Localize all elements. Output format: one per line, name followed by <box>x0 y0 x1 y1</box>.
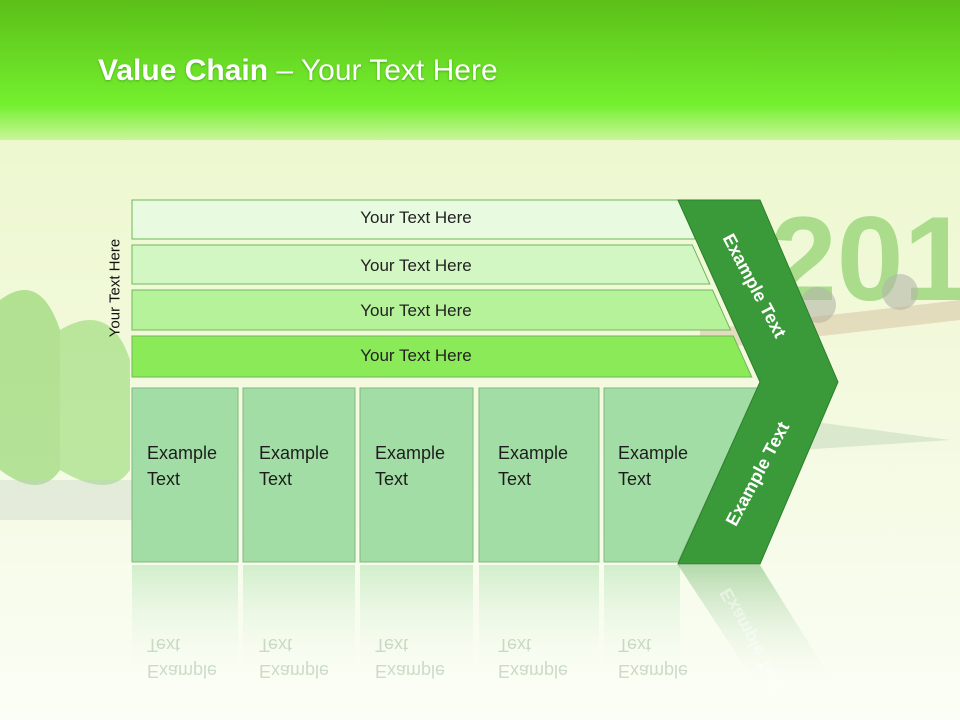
box-text-5: Example Text <box>618 440 688 492</box>
box-3-line-1: Example <box>375 443 446 463</box>
box-1-line-2: Text <box>147 469 181 489</box>
box-reflection-2-line-1: Example <box>259 661 330 681</box>
bar-label-4: Your Text Here <box>360 346 472 365</box>
box-reflection-4-line-1: Example <box>498 661 569 681</box>
box-reflection-3: Example Text <box>375 632 445 684</box>
box-reflection-1-line-2: Text <box>147 635 181 655</box>
box-3-line-2: Text <box>375 469 409 489</box>
box-reflection-1-line-1: Example <box>147 661 218 681</box>
page-title: Value Chain – Your Text Here <box>98 54 498 88</box>
box-2-line-2: Text <box>259 469 293 489</box>
box-reflection-4: Example Text <box>498 632 568 684</box>
vertical-label: Your Text Here <box>106 238 124 338</box>
box-text-1: Example Text <box>147 440 217 492</box>
bar-label-3: Your Text Here <box>360 301 472 320</box>
box-reflection-1: Example Text <box>147 632 217 684</box>
box-reflection-4-line-2: Text <box>498 635 532 655</box>
box-4-line-2: Text <box>498 469 532 489</box>
box-text-2: Example Text <box>259 440 329 492</box>
title-bold: Value Chain <box>98 54 269 87</box>
box-text-4: Example Text <box>498 440 568 492</box>
title-rest: – Your Text Here <box>268 54 498 87</box>
decorative-numbers-left <box>0 290 180 520</box>
box-reflection-2: Example Text <box>259 632 329 684</box>
box-reflection-2-line-2: Text <box>259 635 293 655</box>
box-2-line-1: Example <box>259 443 330 463</box>
box-4-line-1: Example <box>498 443 569 463</box>
box-reflection-3-line-1: Example <box>375 661 446 681</box>
box-5-line-1: Example <box>618 443 689 463</box>
bar-label-2: Your Text Here <box>360 256 472 275</box>
box-reflection-5-line-2: Text <box>618 635 652 655</box>
bar-label-1: Your Text Here <box>360 208 472 227</box>
box-reflection-5-line-1: Example <box>618 661 689 681</box>
box-reflection-5: Example Text <box>618 632 688 684</box>
box-reflection-3-line-2: Text <box>375 635 409 655</box>
box-text-3: Example Text <box>375 440 445 492</box>
box-1-line-1: Example <box>147 443 218 463</box>
box-5-line-2: Text <box>618 469 652 489</box>
